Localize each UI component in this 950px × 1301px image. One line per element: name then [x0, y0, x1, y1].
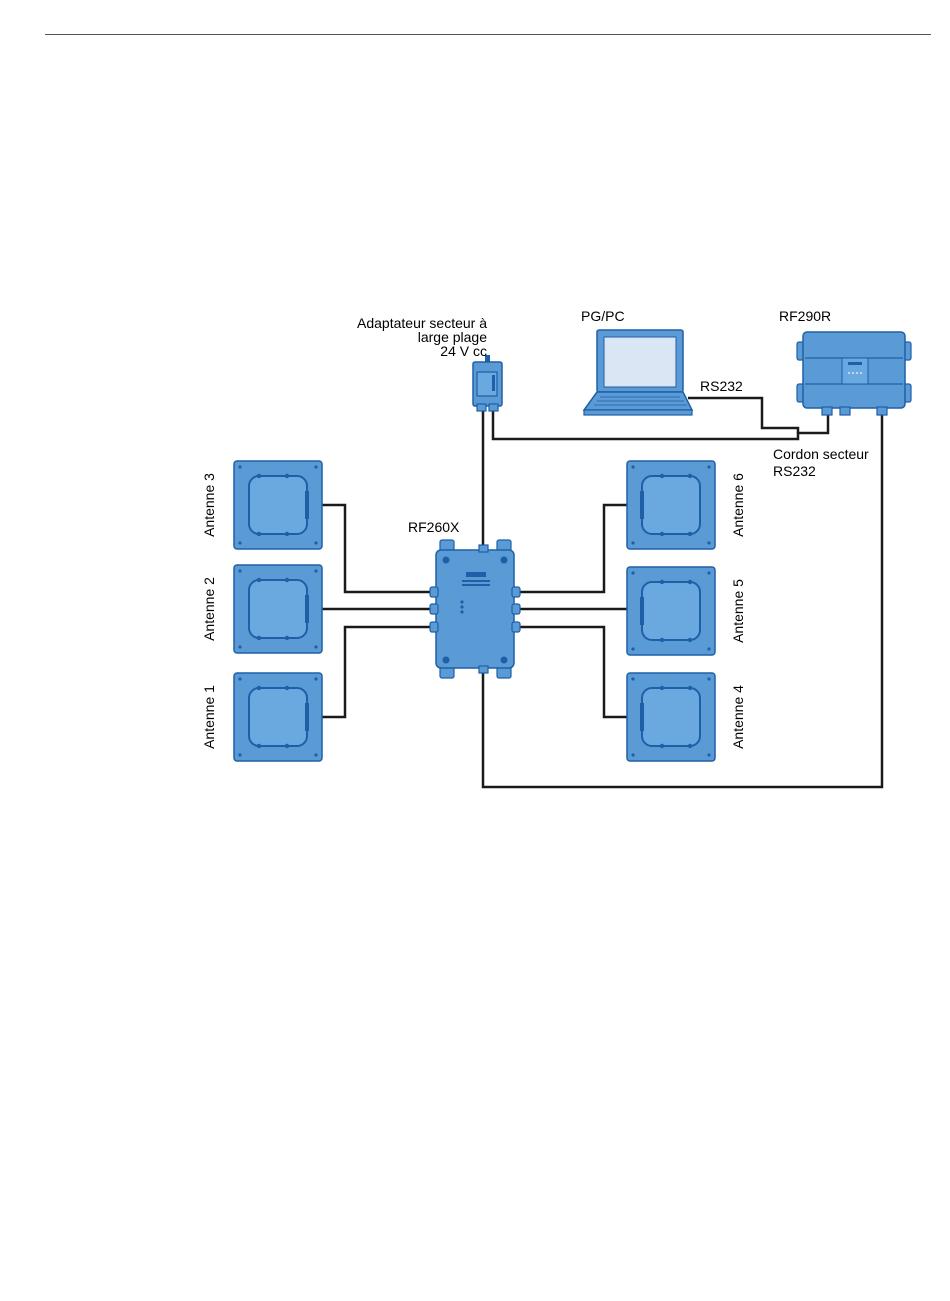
antenna-6-label: Antenne 6: [730, 473, 746, 537]
antenna-3: [234, 461, 322, 549]
rf260x-reader: [430, 540, 520, 678]
cable-antenna-6: [514, 505, 627, 592]
antenna-5: [627, 567, 715, 655]
rf290r-reader: [797, 332, 911, 415]
antenna-4: [627, 673, 715, 761]
rf260x-label: RF260X: [408, 519, 460, 535]
antenna-1-label: Antenne 1: [201, 685, 217, 749]
cable-antenna-1: [322, 627, 436, 717]
antenna-4-label: Antenne 4: [730, 685, 746, 749]
antenna-2: [234, 565, 322, 653]
antenna-1: [234, 673, 322, 761]
cordon-label-line1: Cordon secteur: [773, 446, 869, 462]
adapter-label-line3: 24 V cc: [440, 343, 487, 359]
power-adapter: [473, 355, 502, 411]
antenna-6: [627, 461, 715, 549]
pgpc-label: PG/PC: [581, 308, 625, 324]
cable-antenna-4: [514, 627, 627, 717]
cordon-label-line2: RS232: [773, 463, 816, 479]
rs232-label: RS232: [700, 378, 743, 394]
antenna-3-label: Antenne 3: [201, 473, 217, 537]
antenna-5-label: Antenne 5: [730, 579, 746, 643]
cable-rs232: [688, 398, 798, 433]
rf290r-label: RF290R: [779, 308, 831, 324]
laptop-pgpc: [584, 330, 692, 415]
antenna-2-label: Antenne 2: [201, 577, 217, 641]
